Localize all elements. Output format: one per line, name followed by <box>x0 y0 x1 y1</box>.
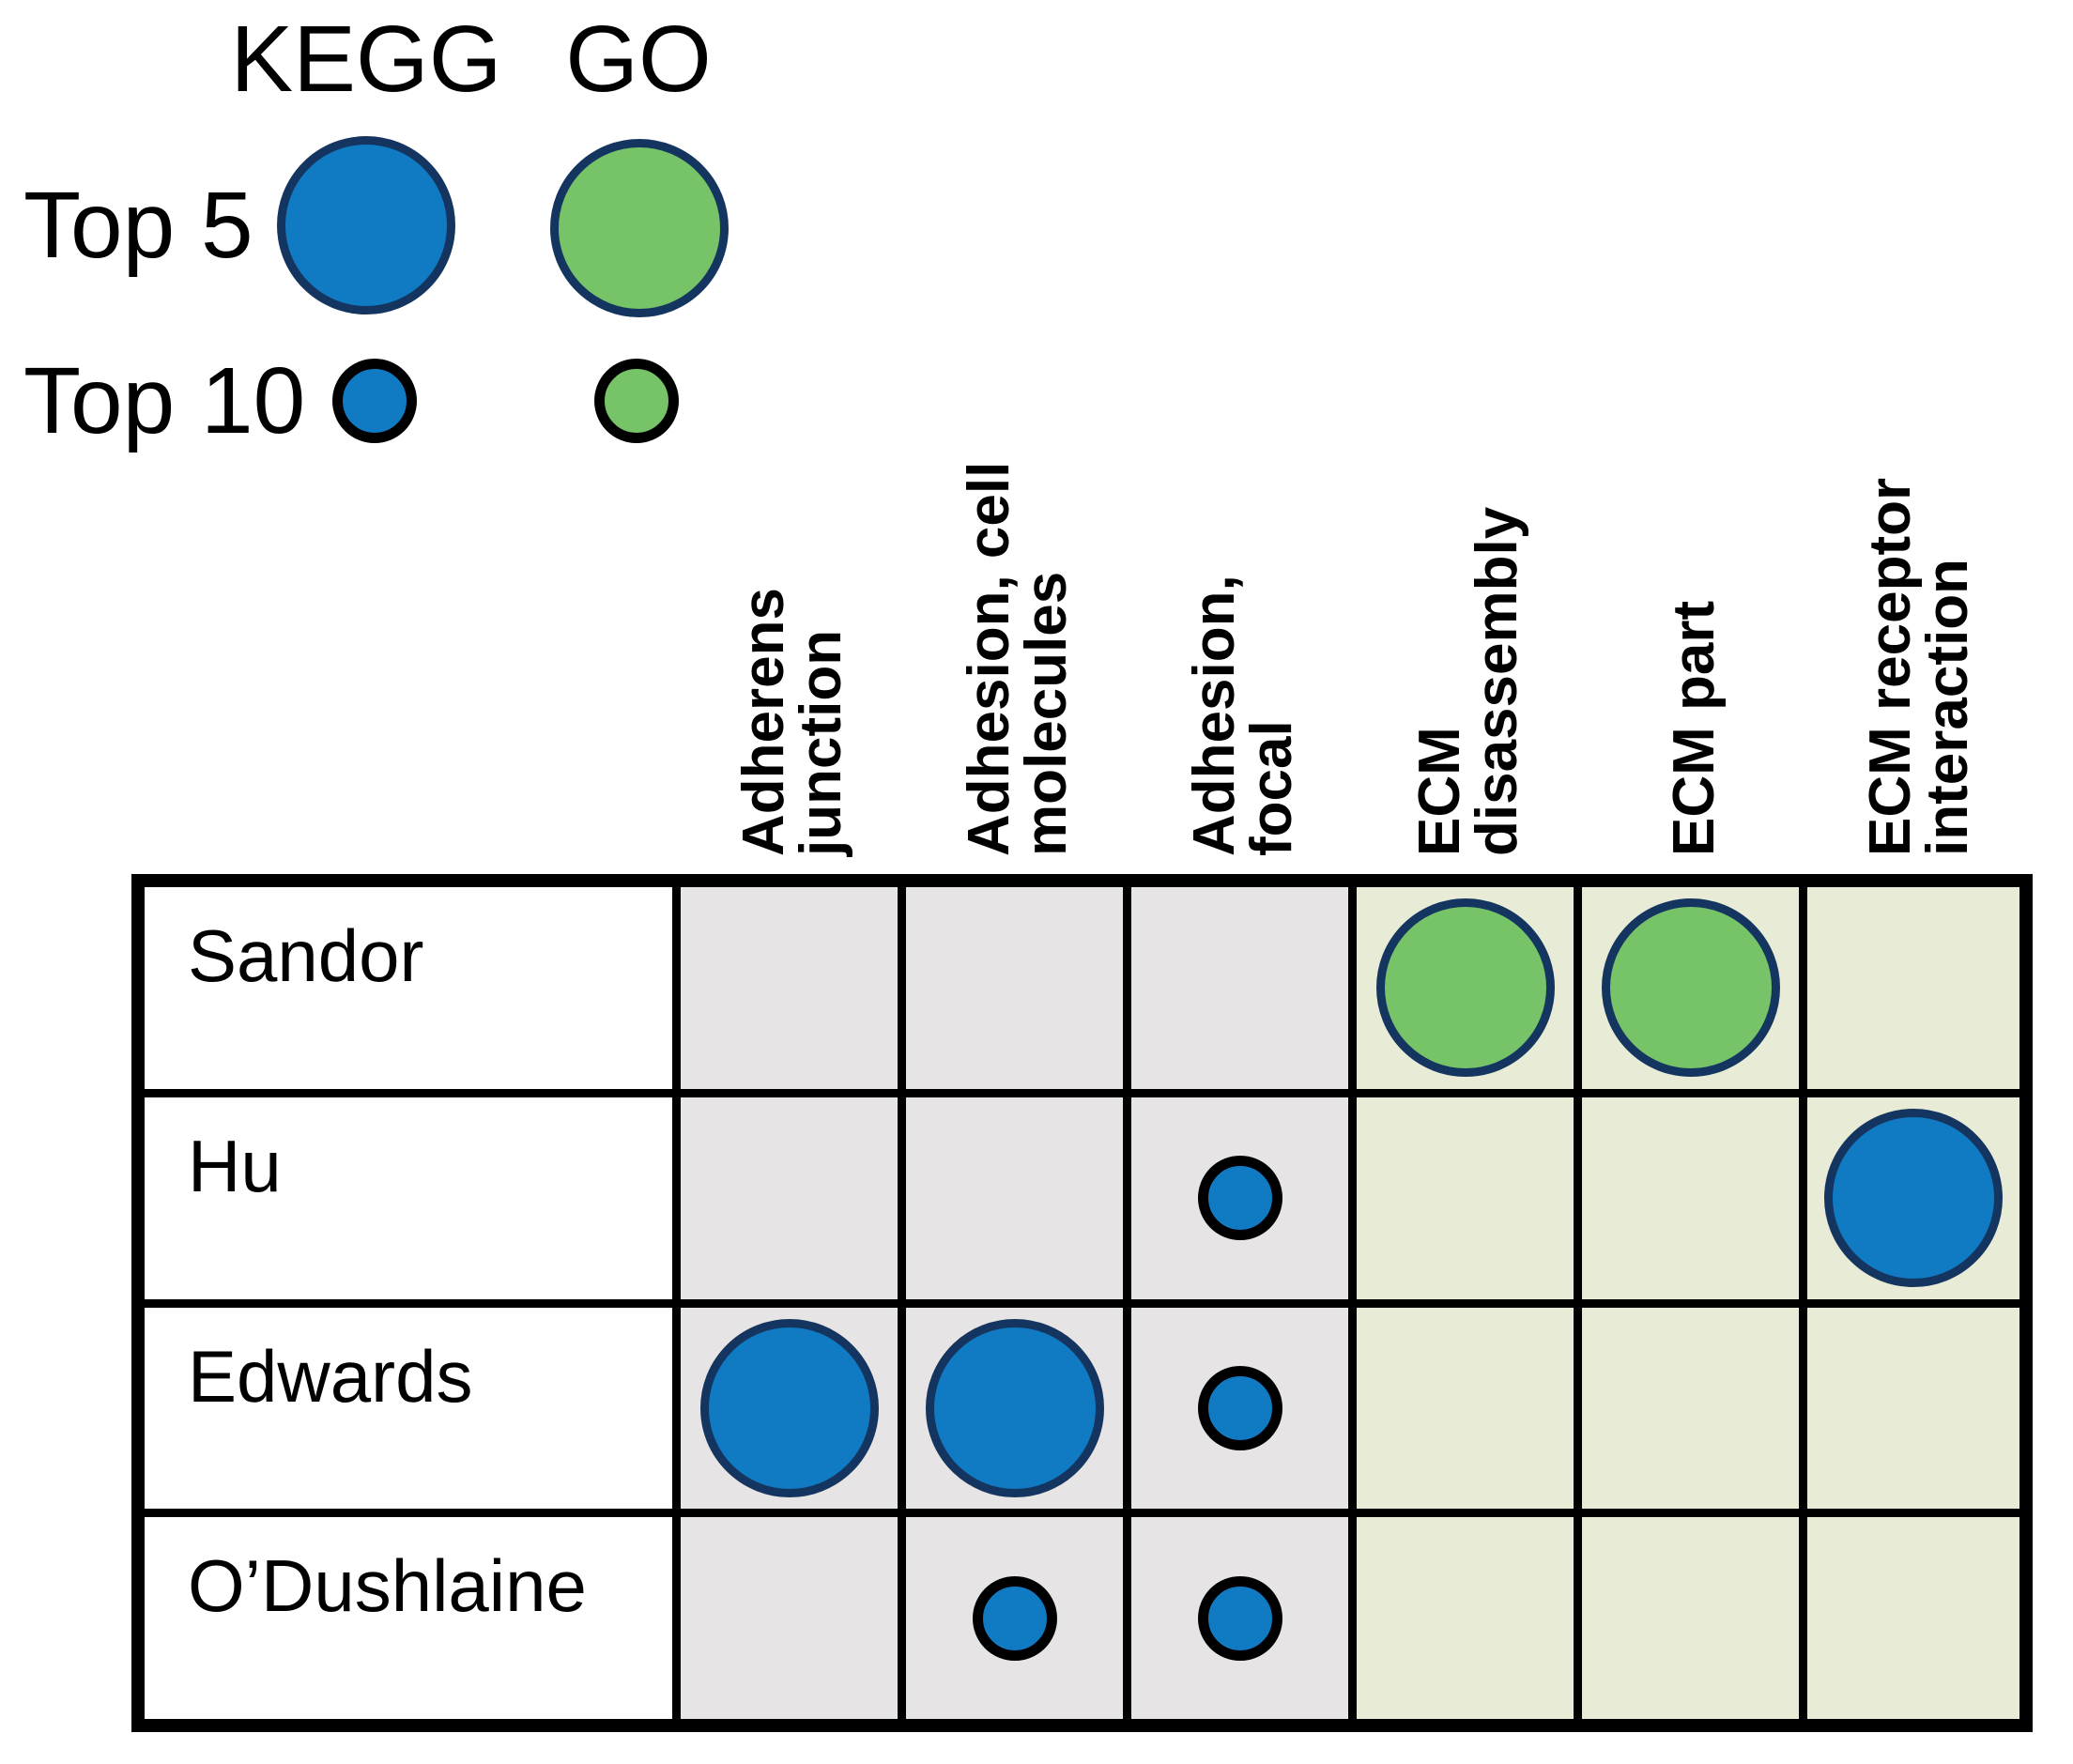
matrix-cell <box>681 1097 898 1299</box>
matrix-cell <box>906 1517 1123 1719</box>
kegg-top5-bubble <box>925 1318 1104 1497</box>
kegg-top10-bubble <box>1197 1365 1282 1450</box>
legend-go-top10-bubble <box>594 359 679 443</box>
column-header: ECM part <box>1661 600 1727 856</box>
legend-kegg-top10-bubble <box>332 359 417 443</box>
column-header: ECM receptor interaction <box>1858 477 1980 856</box>
legend-top10-label: Top 10 <box>23 347 306 453</box>
row-label: Edwards <box>145 1307 672 1510</box>
matrix-cell <box>1582 1517 1799 1719</box>
kegg-top5-bubble <box>699 1318 879 1497</box>
matrix-cell <box>906 1097 1123 1299</box>
kegg-top10-bubble <box>972 1575 1057 1661</box>
legend-top5-label: Top 5 <box>23 172 253 278</box>
go-top5-bubble <box>1375 898 1555 1078</box>
matrix-cell <box>1582 887 1799 1089</box>
matrix-cell <box>906 1307 1123 1510</box>
column-header: Adhesion, focal <box>1182 575 1304 856</box>
matrix-cell <box>1357 1307 1574 1510</box>
kegg-top5-bubble <box>1824 1109 2003 1288</box>
matrix-cell <box>1807 887 2019 1089</box>
legend-kegg-top5-bubble <box>277 136 455 314</box>
matrix-cell <box>906 887 1123 1089</box>
go-top5-bubble <box>1601 898 1780 1078</box>
matrix-cell <box>1131 1517 1348 1719</box>
matrix-cell <box>681 887 898 1089</box>
matrix-cell <box>1131 887 1348 1089</box>
column-header: Adherens junction <box>731 588 853 856</box>
legend-go-top5-bubble <box>550 139 729 317</box>
row-label: Sandor <box>145 887 672 1089</box>
matrix-cell <box>1582 1097 1799 1299</box>
matrix-cell <box>1807 1097 2019 1299</box>
matrix-cell <box>1357 887 1574 1089</box>
matrix-cell <box>1131 1097 1348 1299</box>
column-header: Adhesion, cell molecules <box>957 461 1079 856</box>
column-header: ECM disassembly <box>1407 506 1529 856</box>
matrix-cell <box>1357 1097 1574 1299</box>
row-label: O’Dushlaine <box>145 1517 672 1719</box>
kegg-top10-bubble <box>1197 1156 1282 1241</box>
matrix-cell <box>681 1517 898 1719</box>
legend-go-label: GO <box>565 7 712 112</box>
kegg-top10-bubble <box>1197 1575 1282 1661</box>
matrix-cell <box>1357 1517 1574 1719</box>
row-label: Hu <box>145 1097 672 1299</box>
legend-kegg-label: KEGG <box>230 7 502 112</box>
matrix-cell <box>1807 1517 2019 1719</box>
matrix-cell <box>1131 1307 1348 1510</box>
matrix-cell <box>1807 1307 2019 1510</box>
matrix-cell <box>681 1307 898 1510</box>
matrix-cell <box>1582 1307 1799 1510</box>
